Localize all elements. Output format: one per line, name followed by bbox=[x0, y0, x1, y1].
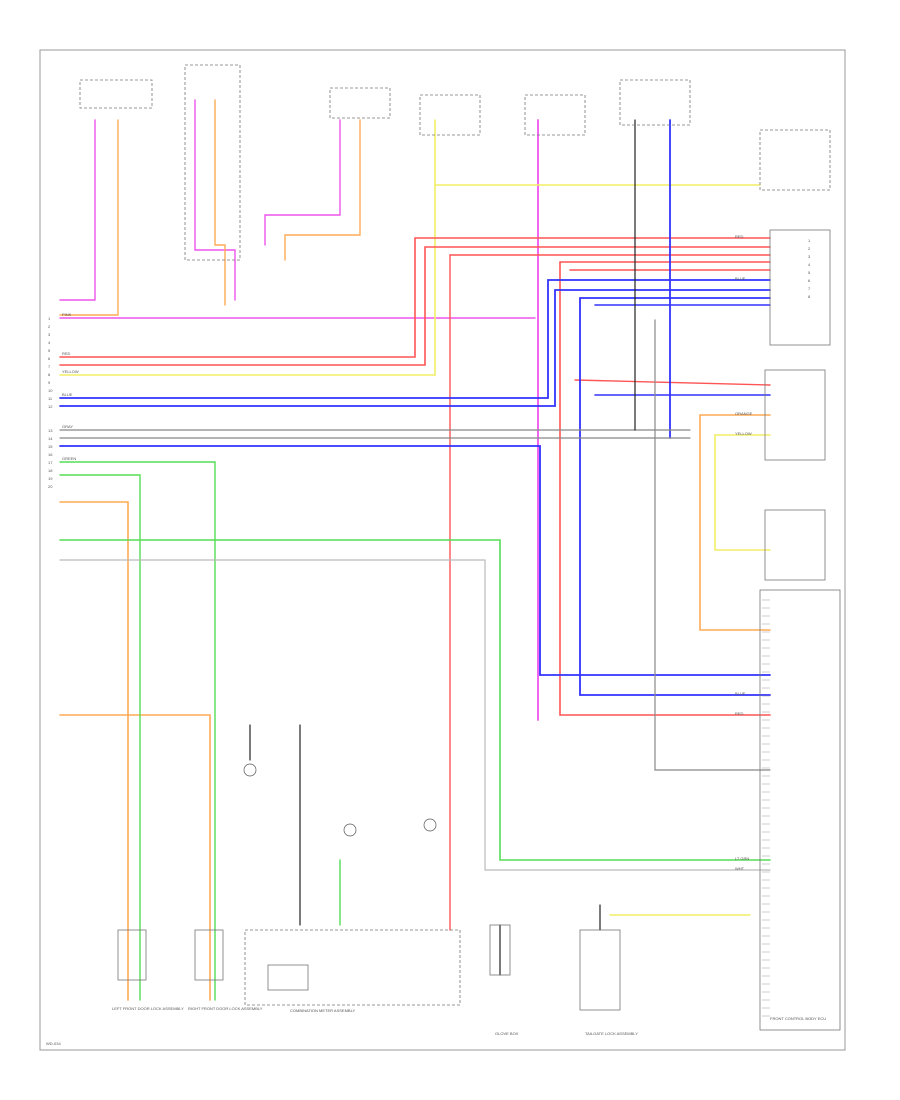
wire-color-label: BLUE bbox=[62, 392, 73, 397]
tailgate-lock-motor bbox=[579, 929, 621, 1011]
wire-color-label: PINK bbox=[62, 312, 72, 317]
wire-color-label: GRAY bbox=[62, 424, 73, 429]
left-connector-pin-label: 14 bbox=[48, 436, 53, 441]
left-front-door-lock-label: LEFT FRONT DOOR LOCK ASSEMBLY bbox=[112, 1006, 184, 1011]
door-switch-left bbox=[419, 94, 481, 136]
right-connector-pin-label: 2 bbox=[808, 246, 811, 251]
orange-wire-7 bbox=[699, 414, 771, 631]
right-connector-pin-label: 8 bbox=[808, 294, 811, 299]
orange-wire-5 bbox=[59, 714, 211, 1001]
right-connector-pin-label: 1 bbox=[808, 238, 811, 243]
left-connector-pin-label: 5 bbox=[48, 348, 51, 353]
red-wire-6 bbox=[559, 261, 771, 716]
right-connector-block bbox=[769, 229, 831, 346]
right-front-door-lock-label: RIGHT FRONT DOOR LOCK ASSEMBLY bbox=[188, 1006, 263, 1011]
blue-wire-1 bbox=[59, 279, 771, 399]
green-wire-3 bbox=[59, 539, 771, 861]
left-connector-pin-label: 2 bbox=[48, 324, 51, 329]
ecu-connector-body bbox=[759, 589, 841, 1031]
right-connector-pin-label: 5 bbox=[808, 270, 811, 275]
right-connector-pin-label: 6 bbox=[808, 278, 811, 283]
left-front-door-lock-motor bbox=[117, 929, 147, 981]
left-connector-pin-label: 13 bbox=[48, 428, 53, 433]
glove-box-label: GLOVE BOX bbox=[495, 1031, 519, 1036]
wires-group bbox=[59, 99, 771, 1001]
orange-wire-1 bbox=[59, 119, 119, 316]
wire-color-label: ORANGE bbox=[735, 411, 753, 416]
glove-box-switch bbox=[489, 924, 511, 976]
wire-color-label: LT GRN bbox=[735, 856, 749, 861]
page-code-label: WD-034 bbox=[46, 1041, 61, 1046]
wire-color-label: WHT bbox=[735, 866, 745, 871]
wire-color-label: RED bbox=[735, 711, 744, 716]
left-connector-pin-label: 7 bbox=[48, 364, 51, 369]
switch-assembly-2 bbox=[184, 64, 241, 261]
left-connector-pin-label: 12 bbox=[48, 404, 53, 409]
orange-wire-3 bbox=[284, 119, 361, 261]
left-connector-pin-label: 17 bbox=[48, 460, 53, 465]
combination-meter-label: COMBINATION METER ASSEMBLY bbox=[290, 1008, 356, 1013]
diagram-frame bbox=[39, 49, 846, 1051]
tailgate-lock-label: TAILGATE LOCK ASSEMBLY bbox=[585, 1031, 638, 1036]
left-connector-pin-label: 3 bbox=[48, 332, 51, 337]
wire-color-label: BLUE bbox=[735, 276, 746, 281]
left-connector-pin-label: 8 bbox=[48, 372, 51, 377]
left-connector-pin-label: 9 bbox=[48, 380, 51, 385]
right-connector-pin-label: 3 bbox=[808, 254, 811, 259]
sensor-connector bbox=[764, 509, 826, 581]
switch-assembly-3 bbox=[329, 87, 391, 119]
pink-wire-3 bbox=[264, 119, 341, 246]
wire-color-label: GREEN bbox=[62, 456, 76, 461]
pink-wire-1 bbox=[59, 119, 96, 301]
ground-point-2 bbox=[423, 818, 437, 832]
orange-wire-2 bbox=[214, 99, 226, 306]
unlock-warning-switch bbox=[759, 129, 831, 191]
wire-color-label: RED bbox=[62, 351, 71, 356]
wire-color-label: RED bbox=[735, 234, 744, 239]
pink-wire-2 bbox=[194, 99, 236, 301]
meter-internal-circuit bbox=[267, 964, 309, 991]
red-wire-8 bbox=[574, 379, 771, 386]
components-group bbox=[79, 64, 841, 1031]
main-ecu-label: FRONT CONTROL BODY ECU bbox=[770, 1016, 826, 1021]
left-connector-pin-label: 20 bbox=[48, 484, 53, 489]
left-connector-pin-label: 1 bbox=[48, 316, 51, 321]
wire-color-label: YELLOW bbox=[62, 369, 79, 374]
gray-wire-3 bbox=[654, 319, 771, 771]
wire-color-label: BLUE bbox=[735, 691, 746, 696]
door-switch-right bbox=[524, 94, 586, 136]
blue-wire-5 bbox=[579, 297, 771, 696]
left-connector-pin-label: 15 bbox=[48, 444, 53, 449]
left-connector-pin-label: 19 bbox=[48, 476, 53, 481]
switch-assembly-1 bbox=[79, 79, 153, 109]
blue-wire-2 bbox=[59, 289, 771, 407]
light-gray-wire bbox=[59, 559, 771, 871]
yellow-wire-2 bbox=[59, 184, 436, 376]
combination-meter-body bbox=[244, 929, 461, 1006]
right-connector-pin-label: 4 bbox=[808, 262, 811, 267]
green-wire-1 bbox=[59, 461, 216, 1001]
left-connector-pin-label: 11 bbox=[48, 396, 53, 401]
green-wire-2 bbox=[59, 474, 141, 1001]
left-connector-pin-label: 10 bbox=[48, 388, 53, 393]
ground-point-1 bbox=[243, 763, 257, 777]
left-connector-pin-label: 18 bbox=[48, 468, 53, 473]
ground-point-3 bbox=[343, 823, 357, 837]
orange-wire-4 bbox=[59, 501, 129, 1001]
left-connector-pin-label: 4 bbox=[48, 340, 51, 345]
left-connector-pin-label: 16 bbox=[48, 452, 53, 457]
left-connector-pin-label: 6 bbox=[48, 356, 51, 361]
red-wire-1 bbox=[59, 237, 771, 358]
key-cylinder-switch bbox=[619, 79, 691, 126]
red-wire-2 bbox=[59, 246, 771, 366]
right-front-door-lock-motor bbox=[194, 929, 224, 981]
yellow-wire-1 bbox=[434, 119, 761, 186]
wire-color-label: YELLOW bbox=[735, 431, 752, 436]
labels-group: 123456789101112131415161718192012345678P… bbox=[48, 234, 811, 871]
junction-connector bbox=[764, 369, 826, 461]
yellow-wire-3 bbox=[714, 434, 771, 551]
right-connector-pin-label: 7 bbox=[808, 286, 811, 291]
